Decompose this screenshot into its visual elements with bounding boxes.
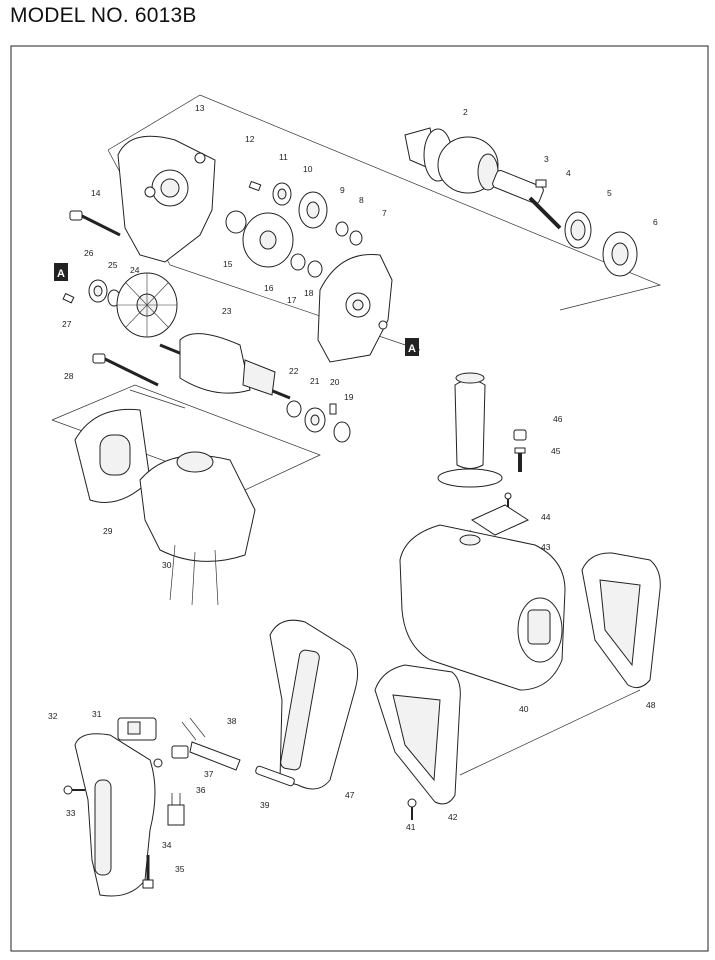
- part-label: 44: [541, 512, 551, 522]
- bearing-21: [304, 407, 326, 433]
- cord-guard-38: [181, 717, 241, 771]
- part-label: 19: [344, 392, 354, 402]
- bolt-28: [92, 353, 159, 387]
- pin-20: [329, 403, 337, 415]
- screw-41: [407, 798, 417, 820]
- part-label: 24: [130, 265, 140, 275]
- washer-19: [333, 421, 351, 443]
- plate-43: [470, 504, 530, 536]
- switch-31: [117, 717, 157, 741]
- part-label: 47: [345, 790, 355, 800]
- part-label: 32: [48, 711, 58, 721]
- part-label: 7: [382, 208, 387, 218]
- part-label: 2: [463, 107, 468, 117]
- bearing-plate-7: [317, 253, 393, 363]
- part-label: 9: [340, 185, 345, 195]
- side-grip: [437, 372, 503, 488]
- part-label: 34: [162, 840, 172, 850]
- gear-housing-13: [117, 135, 216, 263]
- screw-35: [142, 855, 154, 889]
- part-label: 14: [91, 188, 101, 198]
- svg-text:A: A: [57, 268, 65, 280]
- marker-a-right: A: [405, 338, 419, 356]
- marker-a-left: A: [54, 263, 68, 281]
- part-label: 37: [204, 769, 214, 779]
- part-label: 22: [289, 366, 299, 376]
- part-label: 16: [264, 283, 274, 293]
- nut-46: [513, 429, 527, 441]
- handle-48: [581, 552, 661, 689]
- brush-holder-37: [171, 745, 189, 759]
- key-4: [535, 179, 547, 188]
- pin-27: [62, 292, 75, 304]
- screw-45: [514, 447, 526, 472]
- baffle-plate-29: [74, 408, 151, 503]
- part-label: 10: [303, 164, 313, 174]
- bearing-26: [88, 279, 108, 303]
- part-label: 41: [406, 822, 416, 832]
- ring-5: [564, 211, 592, 249]
- part-label: 27: [62, 319, 72, 329]
- part-label: 38: [227, 716, 237, 726]
- handle-42: [374, 664, 461, 805]
- model-title: MODEL NO. 6013B: [10, 4, 197, 27]
- part-label: 5: [607, 188, 612, 198]
- part-label: 42: [448, 812, 458, 822]
- part-label: 17: [287, 295, 297, 305]
- part-label: 11: [279, 152, 288, 162]
- part-label: 8: [359, 195, 364, 205]
- part-label: 20: [330, 377, 340, 387]
- spindle-3: [492, 169, 562, 230]
- part-label: 18: [304, 288, 314, 298]
- part-label: 15: [223, 259, 233, 269]
- capacitor-34: [167, 793, 185, 826]
- part-label: 4: [566, 168, 571, 178]
- part-labels: 2 3 4 5 6 7 8 9 10 11 12 13 14 15 16 17 …: [48, 103, 658, 874]
- part-label: 13: [195, 103, 205, 113]
- part-label: 48: [646, 700, 656, 710]
- svg-text:A: A: [408, 343, 416, 355]
- armature-23: [159, 333, 291, 400]
- part-label: 40: [519, 704, 529, 714]
- diagram-frame: [10, 45, 709, 952]
- part-label: 12: [245, 134, 255, 144]
- washer-22: [286, 400, 302, 418]
- gear-train: [225, 180, 363, 278]
- chuck-2: [404, 127, 499, 194]
- field-30: [139, 451, 256, 606]
- part-label: 31: [92, 709, 102, 719]
- screw-33: [63, 785, 85, 795]
- part-label: 46: [553, 414, 563, 424]
- handle-set-32: [74, 733, 156, 897]
- part-label: 3: [544, 154, 549, 164]
- part-label: 29: [103, 526, 113, 536]
- part-label: 45: [551, 446, 561, 456]
- cord-39: [255, 765, 295, 787]
- part-label: 39: [260, 800, 270, 810]
- part-label: 36: [196, 785, 206, 795]
- part-label: 21: [310, 376, 320, 386]
- screw-36: [153, 758, 163, 768]
- part-label: 30: [162, 560, 172, 570]
- bolt-14: [69, 210, 121, 237]
- bearing-6: [602, 231, 638, 277]
- part-label: 28: [64, 371, 74, 381]
- part-label: 23: [222, 306, 232, 316]
- handle-cover-47: [269, 619, 359, 790]
- part-label: 43: [541, 542, 551, 552]
- part-label: 33: [66, 808, 76, 818]
- part-label: 6: [653, 217, 658, 227]
- fan-24: [116, 272, 178, 338]
- part-label: 25: [108, 260, 118, 270]
- part-label: 35: [175, 864, 185, 874]
- motor-housing-40: [399, 524, 566, 691]
- part-label: 26: [84, 248, 94, 258]
